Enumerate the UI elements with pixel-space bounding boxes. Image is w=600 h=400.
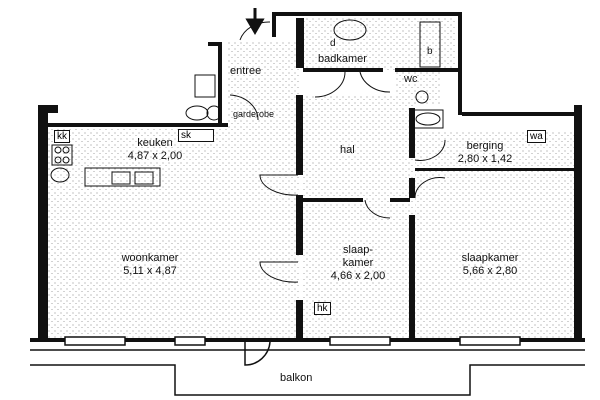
fixture-sk: sk <box>178 129 214 142</box>
balcony-outline <box>30 336 585 396</box>
fixture-wa: wa <box>527 130 546 143</box>
room-size: 5,66 x 2,80 <box>462 265 518 277</box>
room-name: slaapkamer <box>461 252 519 264</box>
room-label-balkon: balkon <box>280 372 313 384</box>
room-floors <box>48 17 578 340</box>
room-label-badkamer: badkamer <box>318 53 367 65</box>
room-label-berging: berging 2,80 x 1,42 <box>445 140 525 166</box>
room-size: 5,11 x 4,87 <box>123 265 177 277</box>
walls <box>30 12 585 342</box>
fixture-d: d <box>330 38 336 49</box>
room-name: keuken <box>137 137 173 149</box>
room-label-keuken: keuken 4,87 x 2,00 <box>115 137 195 163</box>
entrance-arrow-icon <box>245 8 265 35</box>
room-label-wc: wc <box>404 73 418 85</box>
room-name: berging <box>466 140 504 152</box>
room-label-slaapkamer-large: slaapkamer 5,66 x 2,80 <box>445 252 535 278</box>
room-size: 4,87 x 2,00 <box>127 150 183 162</box>
fixture-kk: kk <box>54 130 70 143</box>
fixture-hk: hk <box>314 302 331 315</box>
room-size: 4,66 x 2,00 <box>330 270 386 282</box>
room-name: woonkamer <box>121 252 179 264</box>
room-label-slaapkamer-small: slaap- kamer 4,66 x 2,00 <box>318 244 398 283</box>
fixture-b: b <box>427 46 433 57</box>
room-label-hal: hal <box>340 144 355 156</box>
room-size: 2,80 x 1,42 <box>457 153 513 165</box>
room-label-entree: entree <box>230 65 262 77</box>
door-swings <box>229 21 446 283</box>
fixtures <box>50 19 444 187</box>
room-name: slaap- kamer <box>342 244 374 269</box>
room-label-woonkamer: woonkamer 5,11 x 4,87 <box>110 252 190 278</box>
room-label-garderobe: garderobe <box>233 109 275 119</box>
